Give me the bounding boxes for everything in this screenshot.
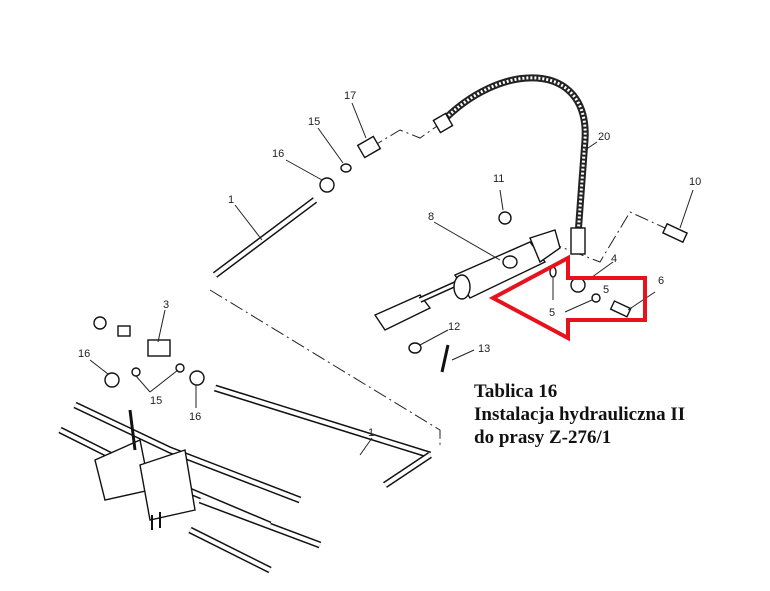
valve-assembly: [58, 316, 432, 574]
callout-1: 1: [368, 427, 374, 439]
union-17: [356, 135, 382, 159]
callout-12: 12: [448, 321, 460, 333]
cylinder-8: [373, 229, 561, 331]
bolt-6: [609, 300, 632, 318]
seal-5b: [591, 293, 601, 303]
callout-16: 16: [272, 148, 284, 160]
callout-5: 5: [603, 284, 609, 296]
nut-11: [498, 211, 512, 225]
callout-4: 4: [611, 253, 617, 265]
caption-title: Tablica 16: [474, 381, 558, 402]
callout-8: 8: [428, 211, 434, 223]
ring-12: [408, 342, 422, 354]
callout-16: 16: [78, 348, 90, 360]
leader-lines: [89, 102, 694, 456]
hose-20: [437, 74, 589, 236]
callout-17: 17: [344, 90, 356, 102]
ring-15: [340, 163, 352, 173]
bolt-10: [661, 222, 689, 244]
callout-15: 15: [308, 116, 320, 128]
callout-11: 11: [493, 173, 504, 185]
caption: Tablica 16 Instalacja hydrauliczna II do…: [474, 380, 685, 449]
caption-model: do prasy Z-276/1: [474, 427, 612, 448]
connection-line: [369, 123, 441, 149]
hose-fitting: [570, 227, 586, 255]
callout-15: 15: [150, 395, 162, 407]
callout-6: 6: [658, 275, 664, 287]
connection-line: [209, 289, 441, 445]
callout-3: 3: [163, 299, 169, 311]
nut-16: [319, 177, 335, 193]
callout-20: 20: [598, 131, 610, 143]
callout-5: 5: [549, 307, 555, 319]
callout-13: 13: [478, 343, 490, 355]
hose-nut: [432, 112, 454, 134]
caption-subtitle: Instalacja hydrauliczna II: [474, 404, 686, 425]
callout-1: 1: [228, 194, 234, 206]
banjo-4: [570, 277, 586, 293]
callout-10: 10: [689, 176, 701, 188]
highlight-arrow: [488, 254, 647, 342]
callout-16: 16: [189, 411, 201, 423]
connection-line: [547, 211, 666, 263]
pin-13: [440, 344, 450, 373]
